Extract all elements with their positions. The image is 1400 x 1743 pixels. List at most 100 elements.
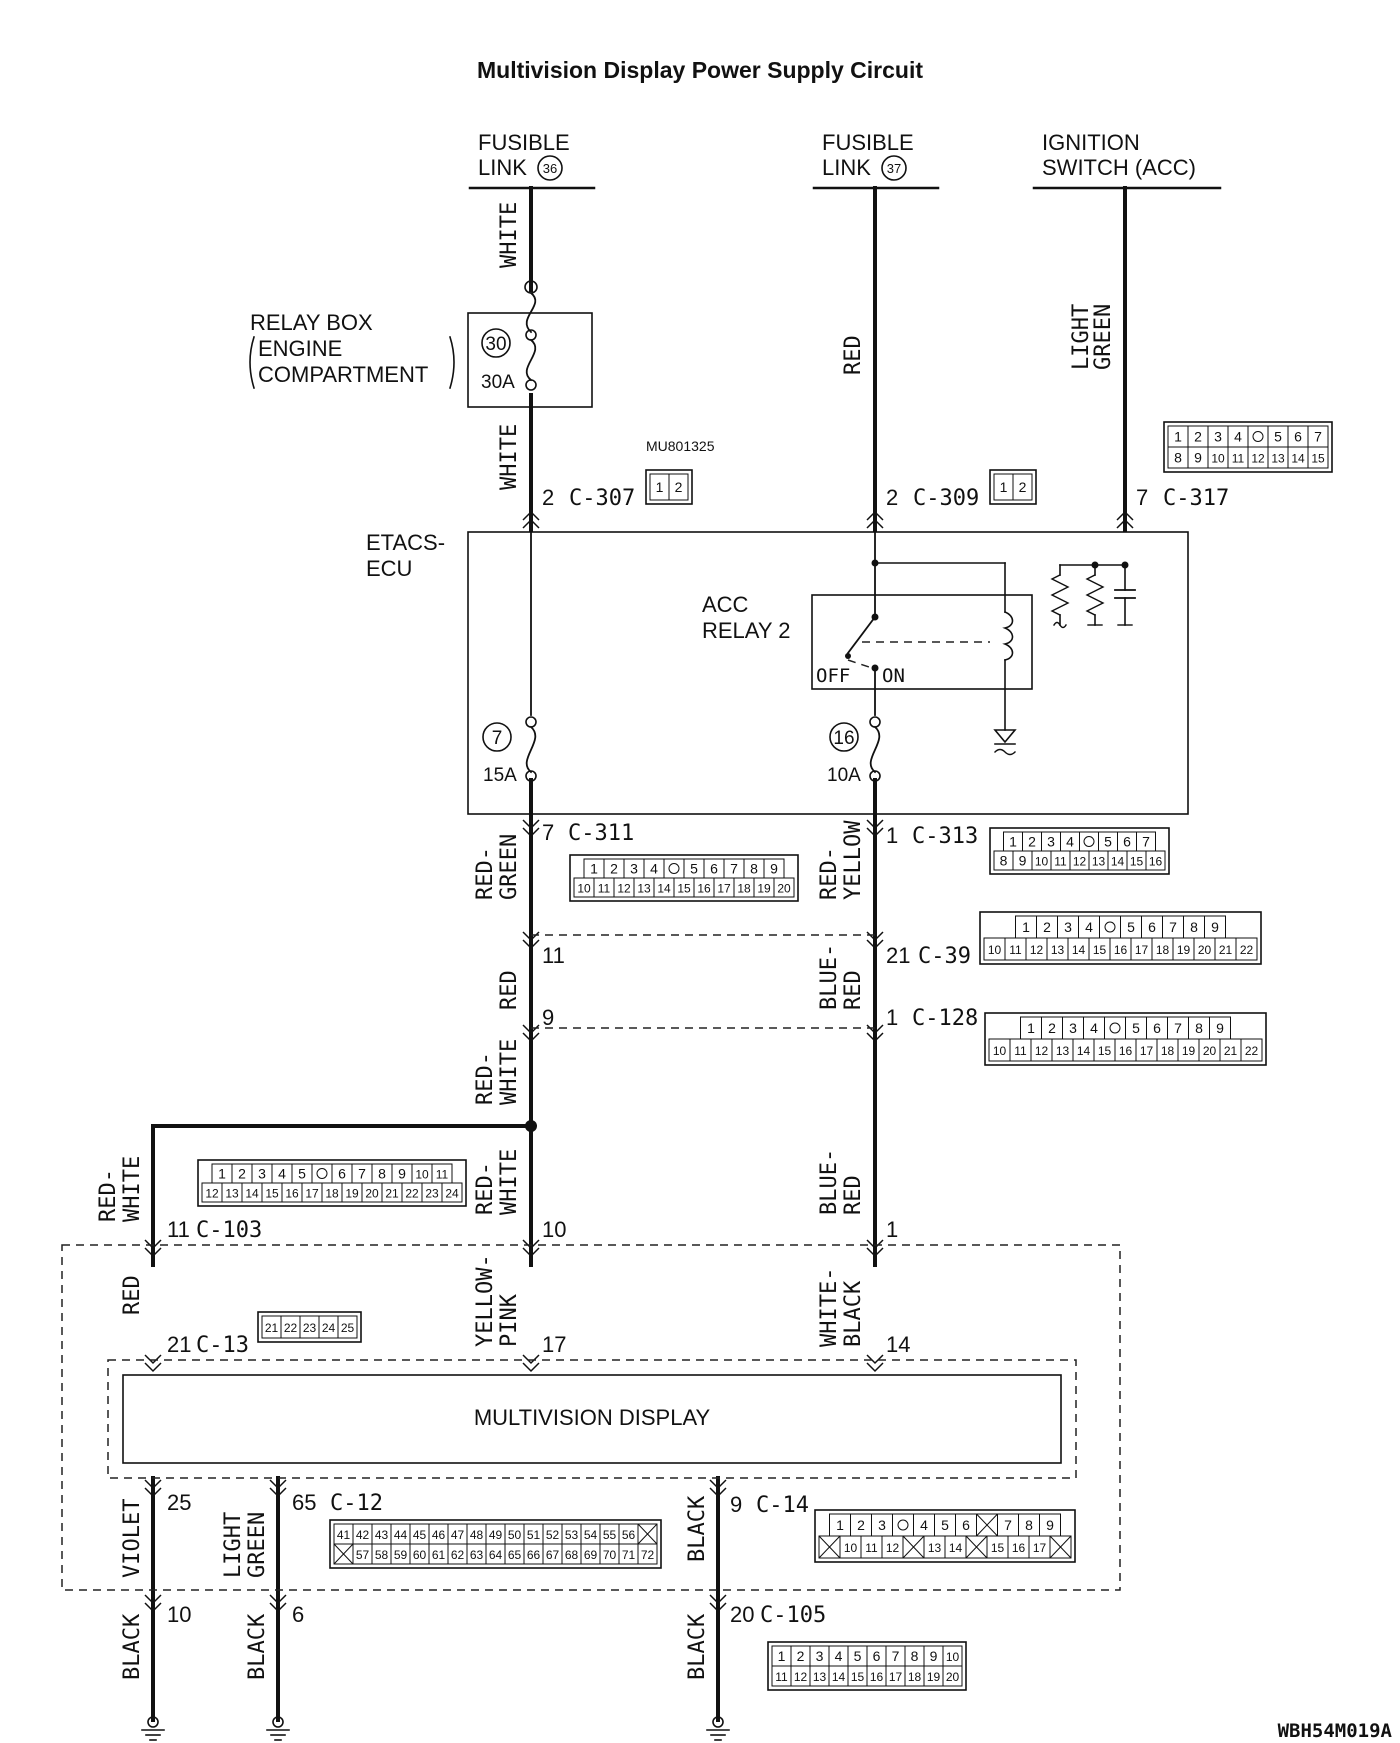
fusible-link-37-number: 37 — [887, 161, 901, 176]
diagram-title: Multivision Display Power Supply Circuit — [477, 57, 923, 83]
pin-label: 10 — [1211, 452, 1225, 466]
pin-label: 8 — [1025, 1517, 1033, 1533]
wire-label-red-3: RED — [120, 1275, 145, 1315]
pin-label: 19 — [757, 882, 771, 896]
fusible-link-36-line1: FUSIBLE — [478, 130, 570, 155]
pin-label: 4 — [1090, 1020, 1098, 1036]
ground-symbols — [141, 1716, 730, 1741]
pin-label: 11 — [1054, 855, 1067, 869]
pin-label: 11 — [1014, 1044, 1027, 1058]
wire-label-red: RED — [841, 335, 866, 375]
pin-label: 44 — [394, 1528, 408, 1542]
pin-label: 7 — [730, 861, 738, 877]
wire-label-white-black-a: WHITE- — [817, 1268, 842, 1347]
pin-label: 9 — [1019, 853, 1027, 869]
fusible-link-36-line2: LINK — [478, 155, 527, 180]
pin-label: 17 — [1140, 1044, 1154, 1058]
pin-label: 42 — [356, 1528, 370, 1542]
connector-ids: 2 C-307 2 C-309 7 C-317 7 C-311 1 C-313 … — [167, 485, 1229, 1628]
wire-label-blue-red-2a: BLUE- — [817, 1149, 842, 1215]
pin-label: 3 — [1069, 1020, 1077, 1036]
wire-label-red-white-mid-a: RED- — [473, 1162, 498, 1215]
pin-label: 59 — [394, 1548, 408, 1562]
pin-label: 5 — [298, 1166, 306, 1182]
pin-label: 15 — [1098, 1044, 1112, 1058]
pin-label: 51 — [527, 1528, 541, 1542]
pin-label: 20 — [946, 1670, 960, 1684]
c105-id: C-105 — [760, 1603, 826, 1628]
pin-label: 18 — [1161, 1044, 1175, 1058]
pin-label: 11 — [865, 1541, 878, 1555]
pin-label: 2 — [857, 1517, 865, 1533]
pin-label: 2 — [797, 1648, 805, 1664]
wire-label-blue-red-a: BLUE- — [817, 944, 842, 1010]
ground-icon — [266, 1716, 290, 1741]
pin-label: 9 — [770, 861, 778, 877]
wire-label-red-white-b: WHITE — [497, 1039, 522, 1105]
pin-label: 8 — [1000, 853, 1008, 869]
pin-label: 12 — [1073, 855, 1087, 869]
pin-label: 16 — [1114, 943, 1128, 957]
pin-label: 5 — [1132, 1020, 1140, 1036]
pin-label: 10 — [844, 1541, 858, 1555]
pin-label: 14 — [657, 882, 671, 896]
pin-label: 7 — [1174, 1020, 1182, 1036]
wire-label-light: LIGHT — [1069, 304, 1094, 370]
c317-id: C-317 — [1163, 486, 1229, 511]
etacs-label-line2: ECU — [366, 556, 412, 581]
c14-pin: 9 — [730, 1492, 742, 1517]
pin-label: 15 — [1130, 855, 1144, 869]
acc-relay-off-label: OFF — [816, 665, 850, 687]
pin-label: 17 — [1033, 1541, 1047, 1555]
pin-label: 55 — [603, 1528, 617, 1542]
drawing-code: WBH54M019A — [1278, 1720, 1393, 1742]
fusible-link-36-number: 36 — [543, 161, 557, 176]
pin-label: 20 — [777, 882, 791, 896]
wire-label-red-2: RED — [497, 970, 522, 1010]
wire-label-green: GREEN — [1091, 304, 1116, 370]
pin-label: 13 — [225, 1187, 239, 1201]
wire-label-black-4: BLACK — [685, 1613, 710, 1680]
wire-label-black-1: BLACK — [685, 1495, 710, 1562]
c313-id: C-313 — [912, 824, 978, 849]
c103-pin: 11 — [167, 1217, 190, 1242]
pin-label: 9 — [1046, 1517, 1054, 1533]
pin-label: 14 — [1072, 943, 1086, 957]
pin-label: 16 — [1149, 855, 1163, 869]
pin-label: 4 — [278, 1166, 286, 1182]
pin-label: 2 — [1019, 479, 1027, 495]
ignition-switch-line1: IGNITION — [1042, 130, 1140, 155]
wire-label-black-3: BLACK — [245, 1613, 270, 1680]
relay-box-engine-compartment: 30 30A RELAY BOX ENGINE COMPARTMENT — [249, 280, 593, 408]
pin-label: 6 — [1148, 919, 1156, 935]
pin-label: 2 — [1048, 1020, 1056, 1036]
pin-label: 21 — [1219, 943, 1233, 957]
pin-label: 3 — [1047, 834, 1055, 850]
c13-pin: 21 — [167, 1332, 191, 1357]
fusible-link-37-line2: LINK — [822, 155, 871, 180]
fuse-16-rating: 10A — [827, 765, 861, 786]
pin-label: 20 — [1198, 943, 1212, 957]
c309-pin: 2 — [886, 485, 898, 510]
pin-label: 12 — [1035, 1044, 1049, 1058]
pin-label: 3 — [816, 1648, 824, 1664]
pin-label: 16 — [1012, 1541, 1026, 1555]
pin-label: 14 — [949, 1541, 963, 1555]
fuse-7-badge — [482, 722, 512, 752]
c128-left-pin: 9 — [542, 1005, 554, 1030]
pin-label: 1 — [218, 1166, 226, 1182]
pin-label: 53 — [565, 1528, 579, 1542]
pin-label: 12 — [617, 882, 631, 896]
pin-label: 19 — [345, 1187, 359, 1201]
wire-label-blue-red-b: RED — [841, 970, 866, 1010]
fuse-16-badge — [829, 722, 859, 752]
c13-right-pin: 14 — [886, 1332, 910, 1357]
pin-label: 15 — [991, 1541, 1005, 1555]
pin-label: 43 — [375, 1528, 389, 1542]
pin-label: 2 — [1194, 429, 1202, 445]
pin-label: 1 — [1009, 834, 1017, 850]
